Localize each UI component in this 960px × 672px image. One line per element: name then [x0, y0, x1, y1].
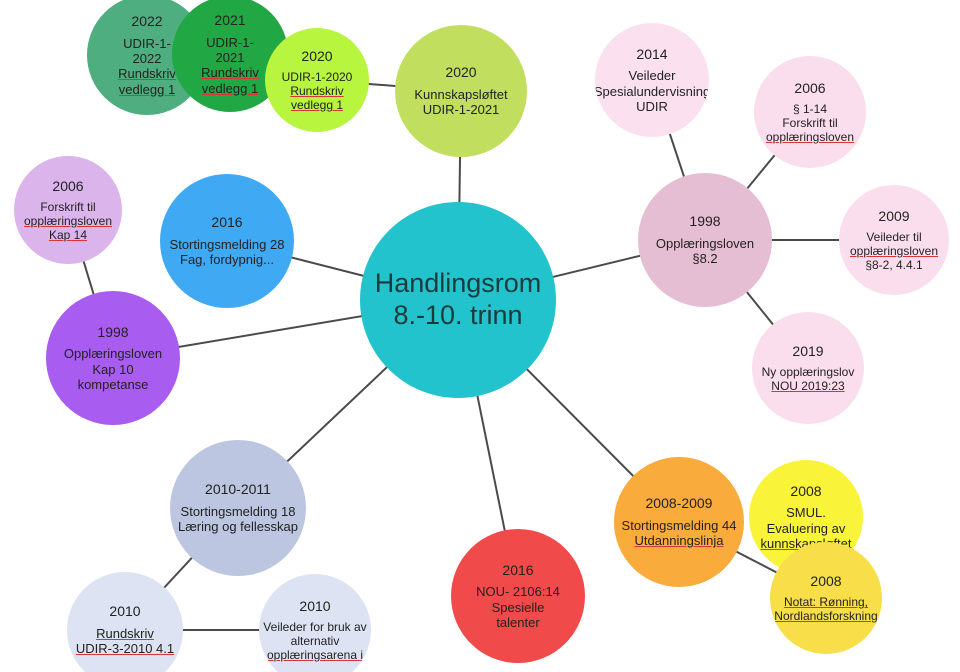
topic-text-line: vedlegg 1 — [201, 80, 259, 96]
topic-year: 2008 — [810, 572, 842, 589]
topic-text-line: vedlegg 1 — [118, 81, 176, 97]
central-topic-line-2: 8.-10. trinn — [393, 300, 523, 330]
topic-year: 1998 — [689, 213, 721, 230]
topic-year: 2019 — [792, 342, 824, 359]
topic-text-line: Nordlandsforskning — [774, 609, 878, 624]
topic-text-line: Veileder til — [866, 230, 922, 245]
topic-text-line: Veileder — [628, 68, 676, 84]
topic-year: 2016 — [211, 214, 243, 231]
topic-year: 2009 — [878, 207, 910, 224]
topic-text-line: NOU 2019:23 — [771, 379, 845, 394]
topic-year: 2010 — [299, 597, 331, 614]
topic-text-line: Opplæringsloven — [63, 346, 163, 362]
topic-text-line: Stortingsmelding 28 — [169, 236, 285, 252]
topic-year: 2008 — [790, 482, 822, 499]
topic-text-line: § 1-14 — [792, 102, 828, 117]
topic-text-line: Kap 14 — [48, 228, 88, 243]
topic-text-line: vedlegg 1 — [290, 98, 344, 113]
central-topic-line-1: Handlingsrom — [374, 268, 542, 299]
topic-text-line: opplæringsloven — [23, 214, 113, 229]
topic-text-line: Fag, fordypnig... — [180, 252, 274, 268]
topic-year: 2006 — [52, 177, 84, 194]
topic-text-line: Rundskriv — [290, 84, 344, 99]
topic-text-line: talenter — [496, 614, 540, 630]
topic-text-line: UDIR — [636, 98, 668, 114]
topic-text-line: Kunnskapsløftet — [414, 86, 508, 102]
topic-text-line: UDIR-3-2010 4.1 — [75, 641, 175, 657]
topic-text-line: Opplæringsloven — [655, 235, 755, 251]
topic-text-line: opplæringsloven — [849, 244, 939, 259]
topic-year: 1998 — [97, 323, 129, 340]
topic-text-line: UDIR-1- — [123, 35, 171, 51]
topic-text-line: Rundskriv — [118, 66, 176, 82]
topic-text-line: opplæringsloven — [765, 130, 855, 145]
topic-text-line: 2022 — [132, 50, 162, 66]
topic-year: 2022 — [131, 13, 163, 30]
topic-text-line: kompetanse — [77, 376, 149, 392]
topic-text-line: 2021 — [215, 49, 245, 65]
topic-text-line: opplæringsarena i — [266, 648, 364, 663]
topic-text-line: UDIR-1-2020 — [281, 70, 353, 85]
topic-text-line: §8.2 — [692, 251, 718, 267]
topic-text-line: Spesialundervisning — [595, 83, 709, 99]
topic-text-line: Veileder for bruk av — [263, 620, 367, 635]
topic-year: 2020 — [301, 47, 333, 64]
topic-text-line: Forskrift til — [782, 116, 838, 131]
topic-year: 2020 — [445, 64, 477, 81]
topic-year: 2010-2011 — [205, 481, 271, 498]
topic-text-line: UDIR-1-2021 — [422, 102, 500, 118]
topic-year: 2014 — [636, 45, 668, 62]
topic-text-line: Forskrift til — [40, 200, 96, 215]
topic-text-line: Evaluering av — [766, 520, 846, 536]
topic-text-line: §8-2, 4.4.1 — [865, 258, 923, 273]
topic-year: 2010 — [109, 603, 141, 620]
topic-text-line: Læring og fellesskap — [178, 519, 298, 535]
topic-text-line: Stortingsmelding 44 — [621, 517, 737, 533]
topic-text-line: Notat: Rønning, — [783, 595, 869, 610]
topic-text-line: Rundskriv — [201, 65, 259, 81]
topic-text-line: NOU- 2106:14 — [476, 584, 560, 600]
central-topic-node: Handlingsrom 8.-10. trinn — [360, 202, 556, 398]
topic-text-line: UDIR-1- — [206, 34, 254, 50]
topic-text-line: alternativ — [290, 634, 340, 649]
topic-year: 2016 — [502, 561, 534, 578]
topic-text-line: Ny opplæringslov — [761, 365, 855, 380]
topic-text-line: Rundskriv — [96, 625, 154, 641]
topic-year: 2008-2009 — [645, 495, 713, 512]
topic-text-line: SMUL. — [786, 505, 826, 521]
topic-year: 2006 — [794, 79, 826, 96]
topic-year: 2021 — [214, 12, 246, 29]
topic-text-line: Utdanningslinja — [634, 533, 724, 549]
topic-text-line: Spesielle — [491, 599, 545, 615]
topic-text-line: Stortingsmelding 18 — [180, 503, 296, 519]
topic-text-line: Kap 10 — [92, 361, 134, 377]
